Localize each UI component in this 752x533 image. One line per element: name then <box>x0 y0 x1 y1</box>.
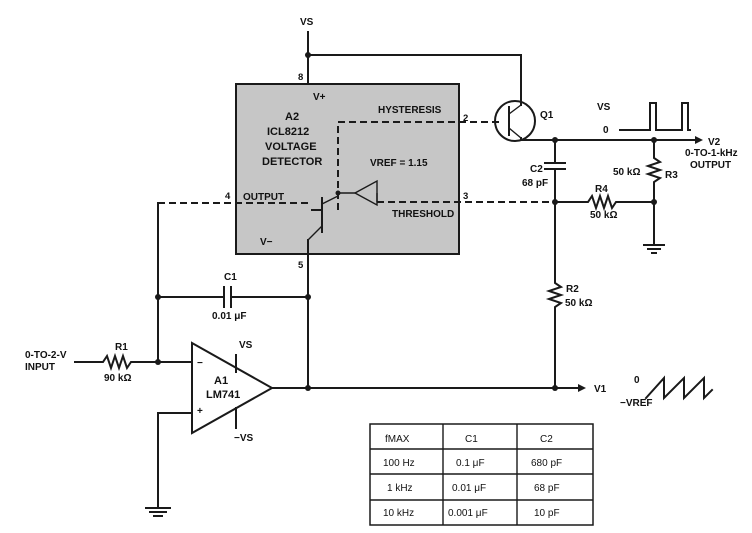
a1-vs-plus: VS <box>239 340 253 351</box>
a1-minus: − <box>197 358 203 369</box>
q1-collector-wire <box>307 54 522 106</box>
table-header-c2: C2 <box>540 434 553 445</box>
a2-line1: VOLTAGE <box>265 141 317 153</box>
c1-left-junction-dot <box>155 294 161 300</box>
sawtooth-trace <box>644 375 714 401</box>
v2-line1: 0-TO-1-kHz <box>685 148 738 159</box>
vs-junction-dot <box>305 52 311 58</box>
table-header-c1: C1 <box>465 434 478 445</box>
a2-pin5: 5 <box>298 260 304 271</box>
c1-right-junction-dot <box>305 294 311 300</box>
r4-resistor <box>554 192 655 212</box>
input-line1: 0-TO-2-V <box>25 350 67 361</box>
a2-line2: DETECTOR <box>262 156 322 168</box>
internal-transistor-legs <box>307 195 339 241</box>
a2-vref-label: VREF = 1.15 <box>370 158 428 169</box>
table-cell: 0.01 μF <box>452 483 486 494</box>
vs-top-label: VS <box>300 17 314 28</box>
c2-value: 68 pF <box>522 178 548 189</box>
input-line2: INPUT <box>25 362 55 373</box>
a2-ref: A2 <box>285 111 299 123</box>
table-header-fmax: fMAX <box>385 434 410 445</box>
c2-capacitor <box>544 139 566 206</box>
a1-ref: A1 <box>214 375 228 387</box>
a2-output-label: OUTPUT <box>243 192 284 203</box>
r3-resistor <box>644 139 664 246</box>
c1-ref: C1 <box>224 272 237 283</box>
c1-value: 0.01 μF <box>212 311 246 322</box>
r3-value: 50 kΩ <box>613 167 640 178</box>
table-cell: 1 kHz <box>387 483 413 494</box>
ground-a1-icon <box>145 507 171 517</box>
q1-emitter-output-wire <box>520 137 696 141</box>
a2-pin8: 8 <box>298 72 303 83</box>
waveform-top-low: 0 <box>603 125 609 136</box>
a1-plus: + <box>197 406 203 417</box>
comparator-junction-dot <box>335 190 341 196</box>
a2-part: ICL8212 <box>267 126 309 138</box>
a2-pin2: 2 <box>463 113 468 124</box>
r1-value: 90 kΩ <box>104 373 131 384</box>
table-grid <box>370 424 593 525</box>
a2-vplus: V+ <box>313 92 326 103</box>
c1-capacitor <box>157 286 309 308</box>
a1-part: LM741 <box>206 389 240 401</box>
v2-line2: OUTPUT <box>690 160 731 171</box>
r1-resistor <box>74 352 193 372</box>
v2-arrow <box>695 136 703 144</box>
waveform-top-trace <box>619 102 691 131</box>
table-cell: 680 pF <box>531 458 562 469</box>
v1-node-label: V1 <box>594 384 607 395</box>
r2-output-junction-dot <box>552 385 558 391</box>
r1-ref: R1 <box>115 342 128 353</box>
table-cell: 0.001 μF <box>448 508 488 519</box>
a2-chip-body <box>235 83 460 255</box>
ground-r3-icon <box>643 244 665 254</box>
a2-pin4: 4 <box>225 191 231 202</box>
r3-r4-junction-dot <box>651 199 657 205</box>
r2-resistor <box>545 201 565 389</box>
q1-ref: Q1 <box>540 110 554 121</box>
a1-vs-minus: −VS <box>234 433 254 444</box>
a2-hysteresis-label: HYSTERESIS <box>378 105 442 116</box>
q1-body <box>494 100 536 142</box>
fmax-table: fMAX C1 C2 100 Hz 0.1 μF 680 pF 1 kHz 0.… <box>369 423 594 526</box>
a2-pin3: 3 <box>463 191 468 202</box>
sawtooth-zero-label: 0 <box>634 375 640 386</box>
r4-ref: R4 <box>595 184 608 195</box>
r3-ref: R3 <box>665 170 678 181</box>
pin5-output-junction-dot <box>305 385 311 391</box>
c2-ref: C2 <box>530 164 543 175</box>
v1-arrow <box>578 384 586 392</box>
r2-value: 50 kΩ <box>565 298 592 309</box>
table-cell: 0.1 μF <box>456 458 485 469</box>
a2-vminus: V− <box>260 237 273 248</box>
waveform-top-high: VS <box>597 102 611 113</box>
r2-ref: R2 <box>566 284 579 295</box>
a1-opamp-body <box>191 341 275 435</box>
table-cell: 100 Hz <box>383 458 415 469</box>
table-cell: 10 kHz <box>383 508 414 519</box>
hysteresis-internal-path <box>337 121 500 210</box>
a2-threshold-label: THRESHOLD <box>392 209 454 220</box>
v2-node-label: V2 <box>708 137 721 148</box>
table-cell: 10 pF <box>534 508 560 519</box>
r4-value: 50 kΩ <box>590 210 617 221</box>
noninverting-ground-wire <box>157 412 193 509</box>
sawtooth-neg-label: −VREF <box>620 398 653 409</box>
table-cell: 68 pF <box>534 483 560 494</box>
q1-legs <box>508 104 522 139</box>
inverting-junction-dot <box>155 359 161 365</box>
